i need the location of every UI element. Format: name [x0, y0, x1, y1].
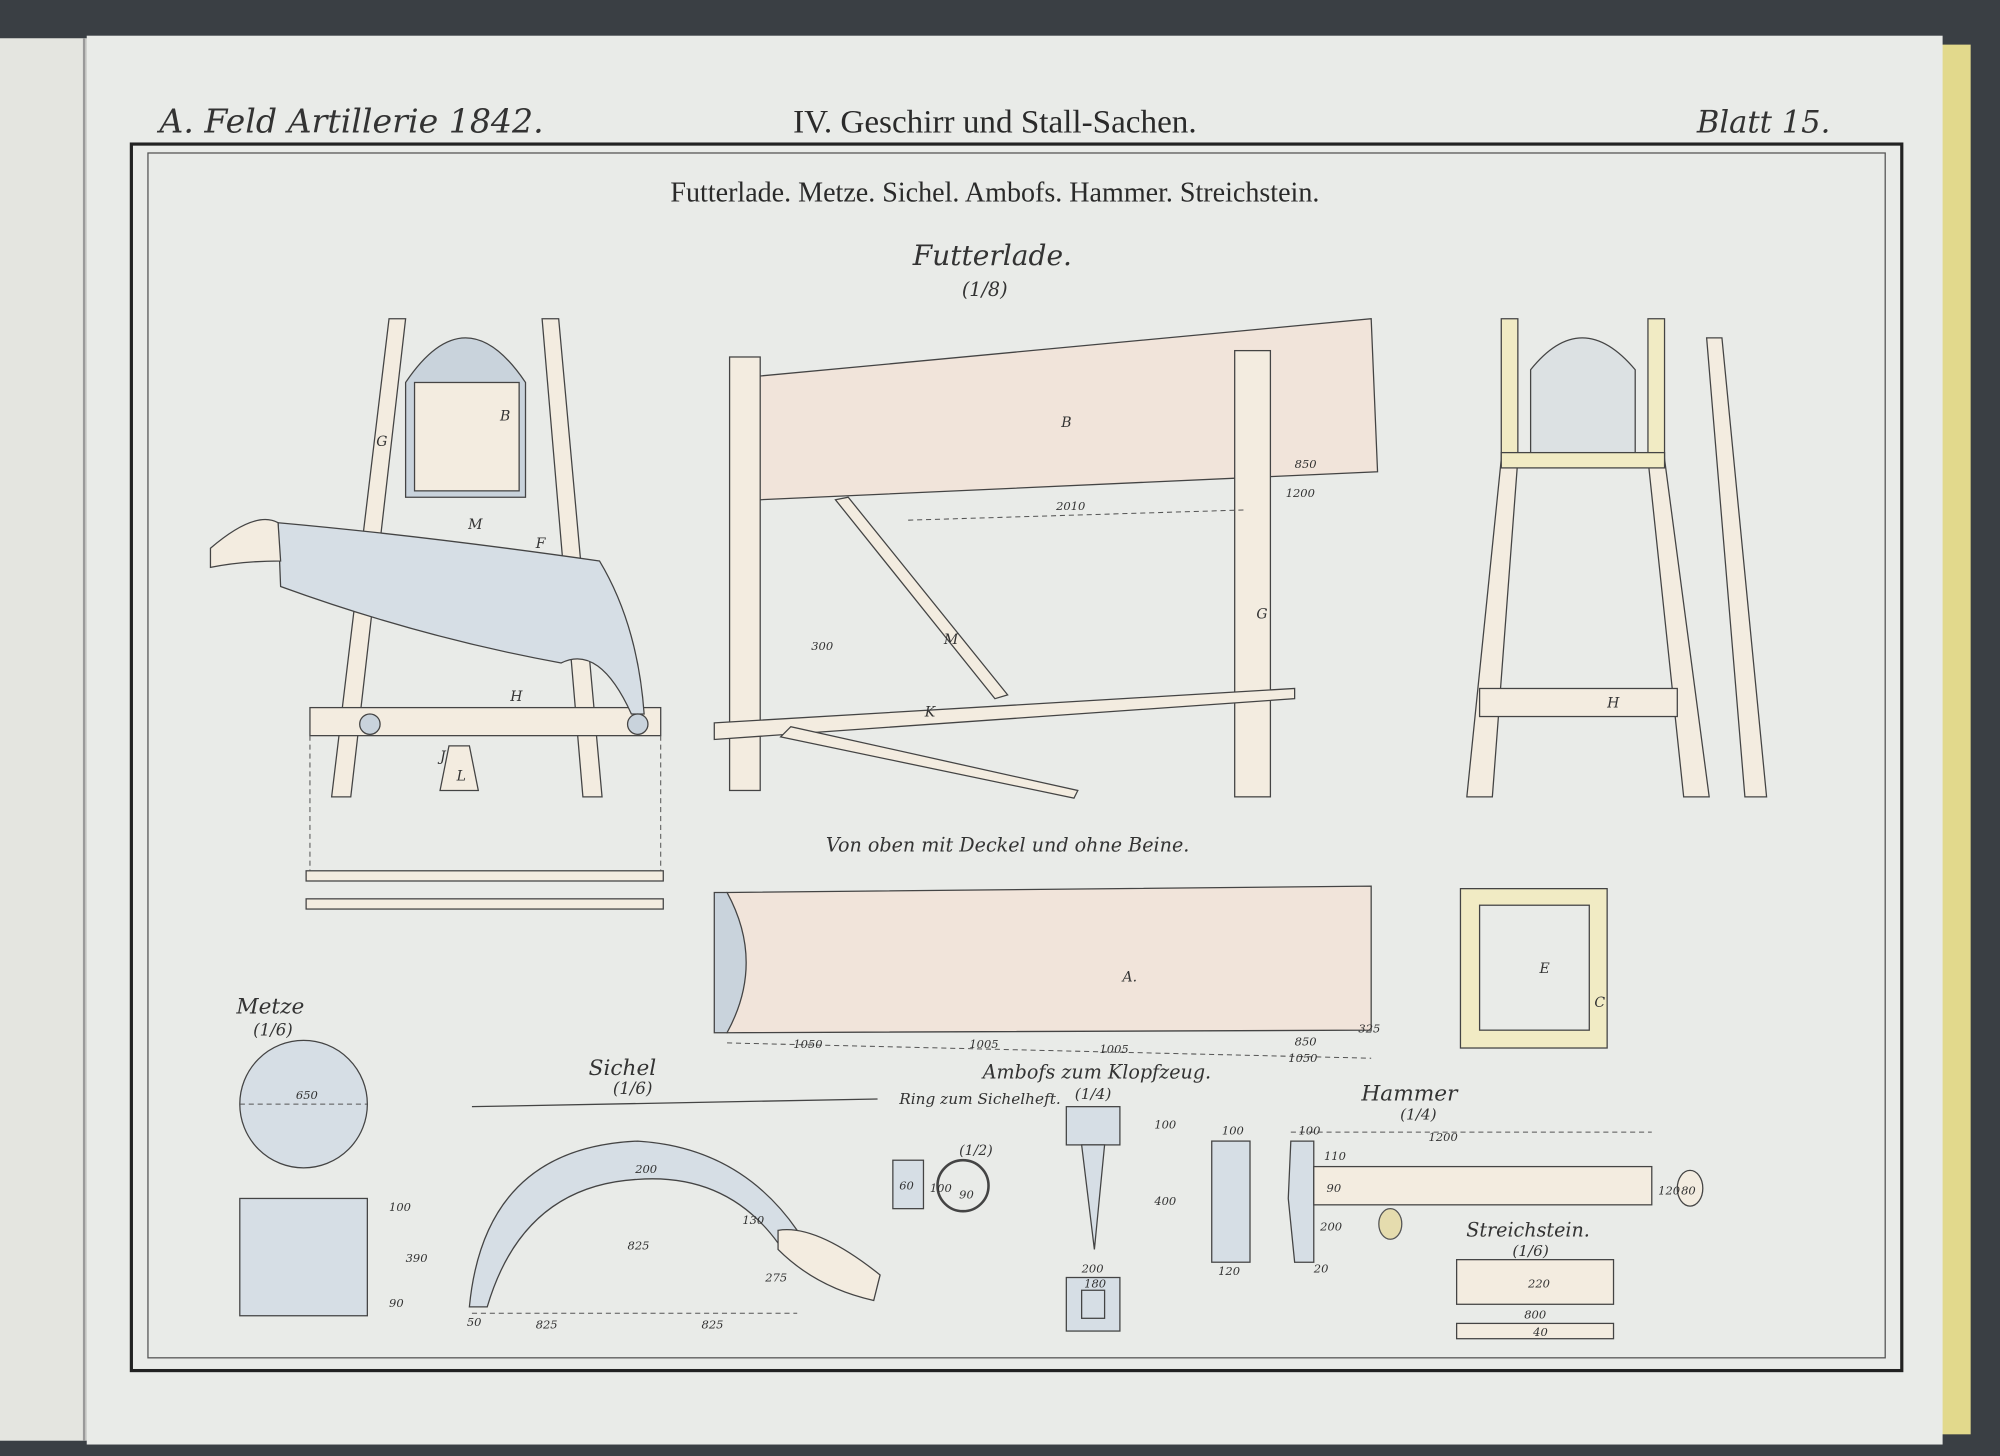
futterlade-front-view: B G M F J L H	[209, 318, 664, 910]
hammer-dim-8: 20	[1313, 1261, 1329, 1275]
sichel-scale: (1/6)	[613, 1079, 653, 1098]
sichel-dim-825-b: 825	[702, 1318, 724, 1332]
inner-frame	[147, 152, 1886, 1359]
label-B-side: B	[1060, 415, 1071, 431]
ring-drawing: Ring zum Sichelheft. (1/2) 60 100 90	[892, 1090, 1061, 1213]
futterlade-rear-view: H	[1466, 318, 1768, 798]
futterlade-side-view: B G M K 2010 850 1200 300	[713, 318, 1379, 799]
top-dim-0: 1050	[793, 1037, 822, 1051]
streichstein-scale: (1/6)	[1512, 1242, 1549, 1260]
metze-dim-390: 390	[406, 1251, 428, 1265]
hammer-dim-7: 200	[1319, 1219, 1342, 1233]
ring-scale: (1/2)	[959, 1143, 993, 1159]
dim-300: 300	[811, 639, 833, 653]
metze-dim-90: 90	[389, 1296, 404, 1310]
label-L: L	[456, 768, 466, 784]
sichel-title: Sichel	[589, 1056, 657, 1081]
top-dim-2: 1005	[1099, 1042, 1128, 1056]
ring-dim-60: 60	[899, 1179, 914, 1193]
sichel-dim-825-a: 825	[536, 1318, 558, 1332]
futterlade-title: Futterlade.	[912, 239, 1072, 272]
streichstein-title: Streichstein.	[1466, 1219, 1590, 1242]
dim-2010: 2010	[1055, 499, 1085, 513]
ambofs-dim-400: 400	[1153, 1194, 1176, 1208]
metze-title: Metze	[235, 995, 304, 1020]
metze-drawing: Metze (1/6) 650 100 390 90	[235, 995, 428, 1317]
label-E: E	[1539, 961, 1550, 977]
hammer-dim-2: 1200	[1429, 1130, 1458, 1144]
ring-title: Ring zum Sichelheft.	[898, 1090, 1061, 1108]
hammer-title: Hammer	[1360, 1081, 1459, 1106]
hammer-dim-1: 100	[1298, 1124, 1320, 1138]
streichstein-dim-40: 40	[1532, 1325, 1548, 1339]
metze-scale: (1/6)	[253, 1020, 293, 1039]
label-B: B	[499, 409, 510, 425]
ring-dim-90: 90	[959, 1187, 974, 1201]
label-K-side: K	[924, 705, 937, 721]
sichel-dim-200: 200	[634, 1162, 657, 1176]
hammer-dim-0: 100	[1222, 1124, 1244, 1138]
futterlade-top-view: A. E C 1050 1005 1005 850 1050 325	[713, 885, 1608, 1065]
label-H-rear: H	[1606, 696, 1620, 712]
plate-title: Futterlade. Metze. Sichel. Ambofs. Hamme…	[670, 177, 1319, 208]
sichel-dim-50: 50	[467, 1315, 482, 1329]
sichel-dim-825-v: 825	[628, 1238, 650, 1252]
hammer-drawing: Hammer (1/4) 100 100 1200 120 80 110 90 …	[1211, 1081, 1704, 1278]
hammer-dim-4: 80	[1681, 1184, 1696, 1198]
label-M-side: M	[943, 632, 959, 648]
sichel-dim-130: 130	[742, 1213, 764, 1227]
label-C: C	[1594, 995, 1605, 1011]
sichel-dim-275: 275	[764, 1270, 787, 1284]
metze-dim-650: 650	[296, 1088, 318, 1102]
hammer-dim-3: 120	[1658, 1184, 1680, 1198]
ambofs-scale: (1/4)	[1075, 1085, 1112, 1103]
top-dim-5: 325	[1358, 1022, 1380, 1036]
dim-1200: 1200	[1286, 486, 1315, 500]
top-dim-4: 1050	[1288, 1051, 1317, 1065]
top-dim-3: 850	[1295, 1034, 1317, 1048]
top-view-title: Von oben mit Deckel und ohne Beine.	[826, 834, 1189, 857]
label-F: F	[535, 536, 547, 552]
streichstein-drawing: Streichstein. (1/6) 220 800 40	[1455, 1219, 1615, 1340]
ambofs-dim-100: 100	[1154, 1117, 1176, 1131]
ring-dim-100: 100	[930, 1181, 952, 1195]
streichstein-dim-800: 800	[1524, 1307, 1546, 1321]
page	[86, 35, 1943, 1445]
ambofs-dim-200: 200	[1081, 1261, 1104, 1275]
streichstein-dim-220: 220	[1527, 1277, 1550, 1291]
label-J: J	[437, 749, 447, 765]
ambofs-dim-180: 180	[1084, 1277, 1106, 1291]
label-M: M	[467, 517, 483, 533]
hammer-dim-5: 110	[1324, 1149, 1346, 1163]
hammer-dim-9: 120	[1218, 1264, 1240, 1278]
label-G-side: G	[1256, 606, 1267, 622]
header-left: A. Feld Artillerie 1842.	[156, 102, 543, 141]
metze-dim-100: 100	[389, 1200, 411, 1214]
hammer-dim-6: 90	[1327, 1181, 1342, 1195]
ambofs-drawing: Ambofs zum Klopfzeug. (1/4) 100 400 200 …	[981, 1061, 1211, 1332]
dim-850: 850	[1295, 457, 1317, 471]
label-H: H	[509, 689, 523, 705]
sichel-drawing: Sichel (1/6) 200 825 825 825 275 130 50	[467, 1056, 881, 1332]
outer-frame	[129, 142, 1904, 1373]
label-A: A.	[1120, 970, 1137, 986]
left-page-edge	[0, 38, 87, 1441]
header-center: IV. Geschirr und Stall-Sachen.	[793, 104, 1197, 141]
top-dim-1: 1005	[969, 1037, 998, 1051]
label-G: G	[376, 434, 387, 450]
ambofs-title: Ambofs zum Klopfzeug.	[981, 1061, 1211, 1084]
futterlade-scale: (1/8)	[962, 278, 1008, 301]
header-right: Blatt 15.	[1696, 106, 1831, 141]
hammer-scale: (1/4)	[1400, 1105, 1437, 1123]
